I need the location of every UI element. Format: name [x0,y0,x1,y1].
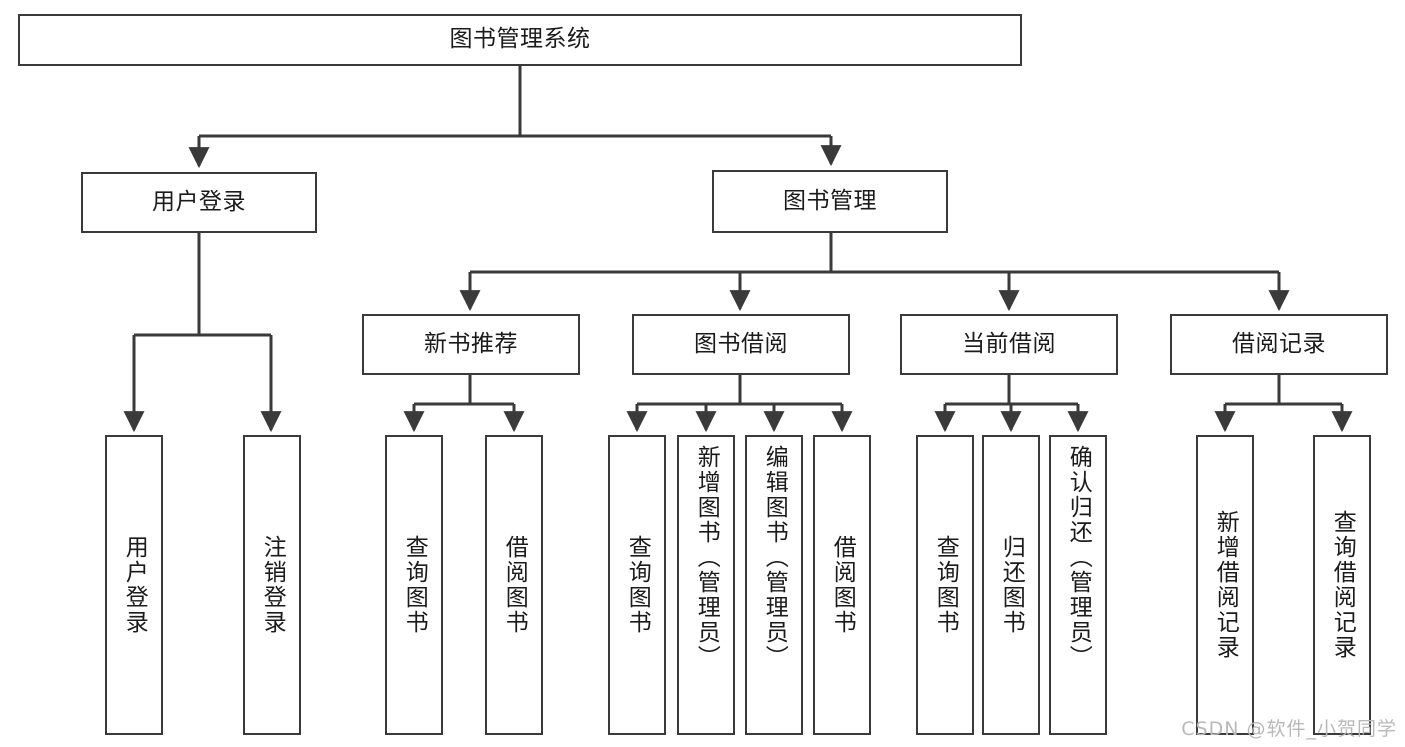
leaf-user-login-signin[interactable]: 用户登录 [105,435,163,735]
leaf-book-borrow-edit[interactable]: 编辑图书（管理员） [745,435,803,735]
leaf-user-login-signout[interactable]: 注销登录 [243,435,301,735]
node-book-borrow[interactable]: 图书借阅 [632,314,850,375]
leaf-current-borrow-confirm[interactable]: 确认归还（管理员） [1049,435,1107,735]
node-label: 用户登录 [152,188,246,215]
leaf-current-borrow-query[interactable]: 查询图书 [916,435,974,735]
node-new-book-recommend[interactable]: 新书推荐 [362,314,580,375]
leaf-new-book-borrow[interactable]: 借阅图书 [485,435,543,735]
node-label: 图书借阅 [694,330,788,357]
node-label: 借阅图书 [501,535,528,635]
leaf-borrow-record-add[interactable]: 新增借阅记录 [1196,435,1254,735]
node-label: 查询图书 [624,535,651,635]
node-label: 新书推荐 [424,330,518,357]
node-label: 借阅图书 [829,535,856,635]
leaf-book-borrow-add[interactable]: 新增图书（管理员） [677,435,735,735]
node-book-management[interactable]: 图书管理 [712,170,948,233]
node-label: 查询借阅记录 [1329,510,1356,660]
node-label: 新增图书（管理员） [693,445,720,670]
leaf-book-borrow-query[interactable]: 查询图书 [608,435,666,735]
leaf-current-borrow-return[interactable]: 归还图书 [982,435,1040,735]
node-label: 查询图书 [932,535,959,635]
node-label: 当前借阅 [962,330,1056,357]
node-label: 图书管理系统 [449,26,591,53]
node-label: 用户登录 [121,535,148,635]
node-user-login[interactable]: 用户登录 [81,172,317,233]
node-label: 编辑图书（管理员） [761,445,788,670]
leaf-borrow-record-query[interactable]: 查询借阅记录 [1313,435,1371,735]
leaf-book-borrow-lend[interactable]: 借阅图书 [813,435,871,735]
node-label: 借阅记录 [1232,330,1326,357]
node-label: 图书管理 [783,187,877,214]
node-borrow-record[interactable]: 借阅记录 [1170,314,1388,375]
node-label: 查询图书 [401,535,428,635]
node-label: 归还图书 [998,535,1025,635]
node-current-borrow[interactable]: 当前借阅 [900,314,1118,375]
node-label: 注销登录 [259,535,286,635]
node-label: 新增借阅记录 [1212,510,1239,660]
node-label: 确认归还（管理员） [1065,445,1092,670]
leaf-new-book-query[interactable]: 查询图书 [385,435,443,735]
node-root-system[interactable]: 图书管理系统 [18,14,1022,66]
